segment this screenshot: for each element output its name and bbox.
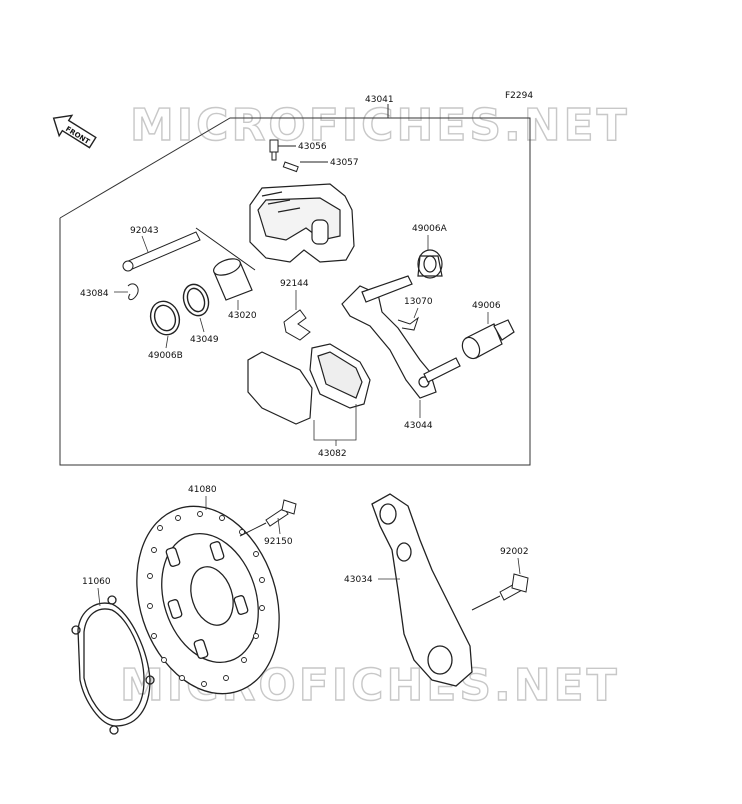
part-label-92002[interactable]: 92002 [500,547,529,557]
part-label-43020[interactable]: 43020 [228,311,257,321]
gasket-11060 [71,595,155,735]
part-label-43084[interactable]: 43084 [80,289,109,299]
part-label-92144[interactable]: 92144 [280,279,309,289]
boot-49006 [461,319,515,360]
caliper-assembly-frame [59,104,531,466]
bleeder-screw [269,139,296,161]
part-label-43082[interactable]: 43082 [318,449,347,459]
part-label-43044[interactable]: 43044 [404,421,433,431]
bleeder-cap [282,161,328,173]
part-label-43049[interactable]: 43049 [190,335,219,345]
seal-49006b [149,300,181,336]
torque-bracket-43034 [371,493,473,687]
caliper-bracket-43044 [341,275,461,399]
front-arrow-icon: FRONT [52,114,97,149]
watermark-top: MICROFICHES.NET [130,100,630,151]
figure-code: F2294 [505,91,533,101]
part-label-92150[interactable]: 92150 [264,537,293,547]
bolt-92002 [471,573,529,611]
pin-92043 [122,227,256,272]
clip-13070 [397,316,419,331]
brake-pad-rear [247,351,313,425]
boot-49006a [417,249,443,279]
clip-43084 [127,283,139,301]
part-label-13070[interactable]: 13070 [404,297,433,307]
part-label-49006[interactable]: 49006 [472,301,501,311]
dust-seal-43049 [182,283,210,317]
part-label-43056[interactable]: 43056 [298,142,327,152]
part-label-49006a[interactable]: 49006A [412,224,448,234]
brake-disc-41080 [136,505,280,695]
part-label-49006b[interactable]: 49006B [148,351,183,361]
part-label-43057[interactable]: 43057 [330,158,359,168]
brake-pad-front [309,343,371,409]
caliper-body [249,183,355,263]
part-label-41080[interactable]: 41080 [188,485,217,495]
part-label-92043[interactable]: 92043 [130,226,159,236]
spring-92144 [283,309,311,341]
disc-bolt-92150 [239,499,297,537]
part-label-43041[interactable]: 43041 [365,95,394,105]
part-label-11060[interactable]: 11060 [82,577,111,587]
piston-43020 [213,258,253,301]
part-label-43034[interactable]: 43034 [344,575,373,585]
